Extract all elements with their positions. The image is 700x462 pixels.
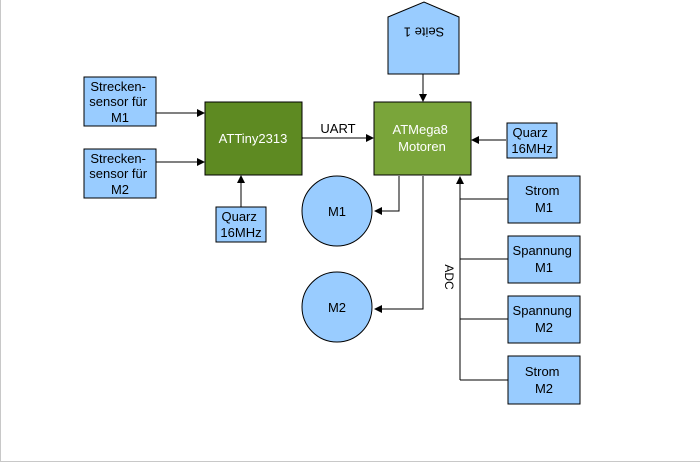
sensor-m1-line-3: M1 [111,110,129,125]
svg-text:Spannung M1: Spannung M1 [513,243,576,275]
strom-m2-box: Strom M2 [507,355,581,405]
spannung-m1-line-1: Spannung [513,243,572,258]
quarz-atmega-box: Quarz 16MHz [506,122,558,159]
motor-m1: M1 [301,175,373,247]
atmega-line-2: Motoren [398,139,446,154]
svg-text:Strom M2: Strom M2 [525,364,563,396]
svg-text:Strecken- sensor für: Strecken- sensor für M2 [89,151,150,197]
spannung-m2-line-1: Spannung [513,303,572,318]
sensor-m1-box: Strecken- sensor für M1 [83,76,157,127]
quarz-attiny-line-1: Quarz [221,209,256,224]
svg-text:ATMega8 Motoren: ATMega8 Motoren [392,122,451,154]
motor-m1-label: M1 [328,204,346,219]
connectors [156,67,508,381]
strom-m1-box: Strom M1 [507,175,581,224]
svg-text:Spannung M2: Spannung M2 [513,303,576,335]
attiny-box: ATTiny2313 [204,101,303,176]
sensor-m2-line-2: sensor für [89,166,147,181]
connector-m1 [374,176,400,215]
svg-text:Strom M1: Strom M1 [525,183,563,215]
sensor-m1-line-1: Strecken- [90,79,146,94]
strom-m2-line-1: Strom [525,364,560,379]
quarz-atmega-line-2: 16MHz [511,141,552,156]
spannung-m1-line-2: M1 [535,260,553,275]
motor-m2-label: M2 [328,300,346,315]
connector-m2 [374,176,424,313]
seite1-label: Seite 1 [404,25,444,40]
quarz-atmega-line-1: Quarz [512,125,547,140]
atmega-box: ATMega8 Motoren [373,101,472,176]
svg-text:Quarz 16MHz: Quarz 16MHz [511,125,552,156]
quarz-attiny-line-2: 16MHz [220,225,261,240]
svg-text:Strecken- sensor für: Strecken- sensor für M1 [89,79,150,125]
motor-m2: M2 [301,271,373,343]
sensor-m2-line-1: Strecken- [90,151,146,166]
atmega-line-1: ATMega8 [392,122,447,137]
attiny-label: ATTiny2313 [219,131,288,146]
spannung-m2-box: Spannung M2 [507,295,581,344]
strom-m2-line-2: M2 [535,381,553,396]
spannung-m1-box: Spannung M1 [507,235,581,284]
uart-label: UART [320,121,355,136]
quarz-attiny-box: Quarz 16MHz [215,206,267,243]
svg-text:Quarz 16MHz: Quarz 16MHz [220,209,261,240]
spannung-m2-line-2: M2 [535,320,553,335]
adc-label: ADC [442,264,456,290]
seite1-connector: Seite 1 [387,1,460,75]
sensor-m2-box: Strecken- sensor für M2 [83,148,157,199]
sensor-m1-line-2: sensor für [89,94,147,109]
strom-m1-line-2: M1 [535,200,553,215]
sensor-m2-line-3: M2 [111,182,129,197]
strom-m1-line-1: Strom [525,183,560,198]
